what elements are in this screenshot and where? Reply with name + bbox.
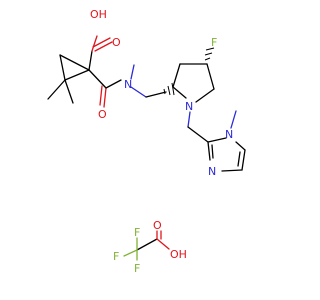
bond-methyl-1 <box>47 79 66 100</box>
bond-c-oh <box>91 35 98 52</box>
bond-imid-c4-c5 <box>241 149 246 171</box>
label-n-imid: N <box>208 165 216 178</box>
label-tfa-o: O <box>153 219 162 232</box>
bond-camide-n <box>105 79 122 89</box>
bond-c-camide <box>88 69 107 89</box>
label-tfa-f2: F <box>134 262 140 275</box>
label-o-amide: O <box>98 108 107 121</box>
bond-imid-c2-n3-b <box>211 144 214 159</box>
bond-tfa-c-oh <box>156 238 170 250</box>
bond-imid-c2-n3 <box>207 141 211 161</box>
bond-imid-c2-n1 <box>207 137 227 143</box>
structure-canvas: OH O O N N F N N O OH F F F <box>47 8 246 275</box>
bond-methyl-2 <box>64 79 74 104</box>
bond-ch2-c2 <box>145 91 167 98</box>
stereo-hash-c2 <box>163 82 175 96</box>
bond-ring-c2-c3 <box>172 63 181 88</box>
label-tfa-f3: F <box>134 226 140 239</box>
bond-tfa-cf3-c <box>136 238 158 251</box>
label-n-amide: N <box>124 78 132 91</box>
bond-imid-n-methyl <box>230 110 237 129</box>
bond-tfa-f1 <box>123 249 138 257</box>
bond-n-ch2-imid <box>187 111 191 128</box>
bond-ring-c2-n <box>172 86 187 99</box>
bond-c-o-double-b <box>92 37 111 48</box>
label-oh-acid: OH <box>90 8 107 21</box>
bond-imid-c4-c5-b <box>237 151 241 167</box>
bond-imid-c5-n1 <box>235 141 246 151</box>
label-n-imid-methyl: N <box>225 128 233 141</box>
label-n-pyrrolidine: N <box>185 100 193 113</box>
molecule-drawing: OH O O N N F N N O OH F F F <box>47 8 246 275</box>
bond-n-ch2 <box>130 86 147 98</box>
bond-cp-2 <box>59 54 66 81</box>
stereo-hash-c4f <box>204 47 215 61</box>
bond-c-o-double-a <box>94 41 113 52</box>
bond-cp-3 <box>64 69 90 81</box>
bond-ring-c5-n <box>195 88 215 103</box>
bond-camide-o-b <box>99 85 103 106</box>
label-f-ring: F <box>211 36 217 49</box>
bond-cp-1 <box>59 54 90 71</box>
bond-camide-o-a <box>103 87 107 108</box>
label-o-acid: O <box>112 36 121 49</box>
label-tfa-oh: OH <box>170 248 187 261</box>
bond-imid-n3-c4 <box>221 169 243 172</box>
bond-ring-c4-c5 <box>206 63 215 90</box>
bond-c-cooh <box>88 50 93 71</box>
bond-ch2-imid <box>187 126 209 143</box>
bond-n-methyl <box>130 64 135 80</box>
label-tfa-f1: F <box>113 250 119 263</box>
